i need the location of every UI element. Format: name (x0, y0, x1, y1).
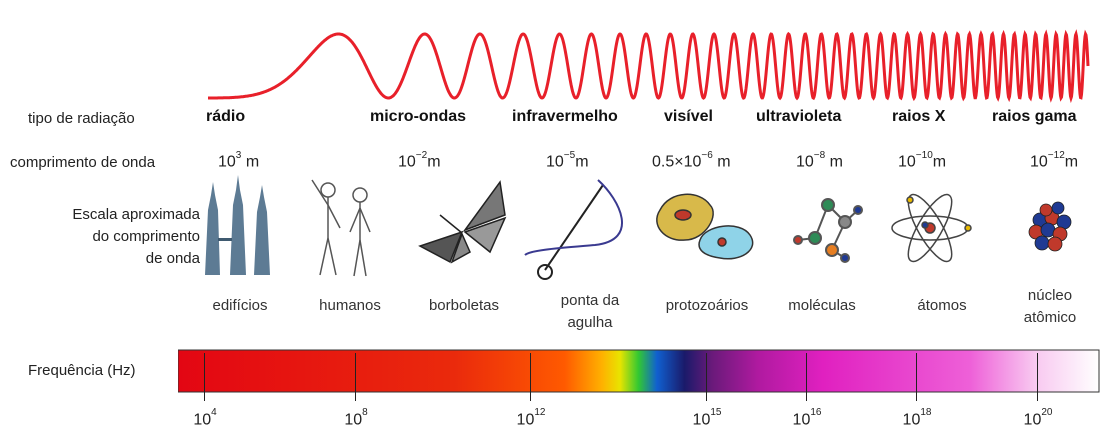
label-scale-line-3: de onda (145, 250, 200, 267)
butterfly-icon (418, 180, 507, 264)
wavelength-infrared: 10−5m (546, 150, 589, 171)
wavelength-gamma: 10−12m (1030, 150, 1079, 171)
protozoa-icon (656, 193, 754, 260)
freq-label-10-4: 104 (193, 407, 217, 429)
needle-icon (524, 179, 623, 280)
frequency-spectrum-bar (178, 349, 1100, 393)
nucleus-icon (1028, 201, 1072, 252)
scale-molecules: moléculas (788, 297, 856, 314)
scale-humans: humanos (319, 297, 381, 314)
radiation-visible: visível (664, 108, 713, 125)
freq-label-10-18: 1018 (902, 407, 932, 429)
scale-buildings: edifícios (212, 297, 268, 314)
freq-tick (806, 353, 807, 401)
freq-tick (916, 353, 917, 401)
freq-label-10-15: 1015 (692, 407, 722, 429)
wavelength-wave (208, 29, 1090, 104)
wavelength-xray: 10−10m (898, 150, 947, 171)
scale-illustrations (205, 175, 1072, 280)
radiation-infrared: infravermelho (512, 108, 618, 125)
label-wavelength: comprimento de onda (10, 154, 156, 171)
wavelength-visible: 0.5×10−6 m (652, 150, 731, 171)
humans-icon (311, 179, 371, 277)
buildings-icon (205, 175, 270, 275)
molecule-icon (793, 198, 863, 263)
label-scale-line-2: do comprimento (92, 228, 200, 245)
radiation-microwave: micro-ondas (370, 108, 467, 125)
scale-butterflies: borboletas (428, 297, 500, 314)
scale-needle-tip: ponta da agulha (560, 292, 620, 331)
radiation-xray: raios X (892, 108, 946, 125)
freq-label-10-12: 1012 (516, 407, 546, 429)
freq-label-10-8: 108 (344, 407, 368, 429)
freq-label-10-20: 1020 (1023, 407, 1053, 429)
atom-icon (891, 193, 972, 263)
freq-tick (204, 353, 205, 401)
radiation-radio: rádio (206, 108, 246, 125)
wavelength-ultraviolet: 10−8 m (796, 150, 843, 171)
label-radiation-type: tipo de radiação (28, 110, 135, 127)
freq-tick (530, 353, 531, 401)
radiation-gamma: raios gama (992, 108, 1077, 125)
label-scale-line-1: Escala aproximada (72, 206, 200, 223)
freq-tick (355, 353, 356, 401)
wavelength-microwave: 10−2m (398, 150, 441, 171)
freq-label-10-16: 1016 (792, 407, 822, 429)
freq-tick (1037, 353, 1038, 401)
scale-nucleus: núcleo atômico (1023, 287, 1077, 326)
freq-tick (706, 353, 707, 401)
label-frequency: Frequência (Hz) (28, 362, 136, 379)
radiation-ultraviolet: ultravioleta (756, 108, 842, 125)
scale-protozoa: protozoários (665, 297, 749, 314)
scale-atoms: átomos (917, 297, 967, 314)
wavelength-radio: 103 m (218, 150, 260, 171)
label-approx-scale: Escala aproximada do comprimento de onda (0, 204, 200, 270)
